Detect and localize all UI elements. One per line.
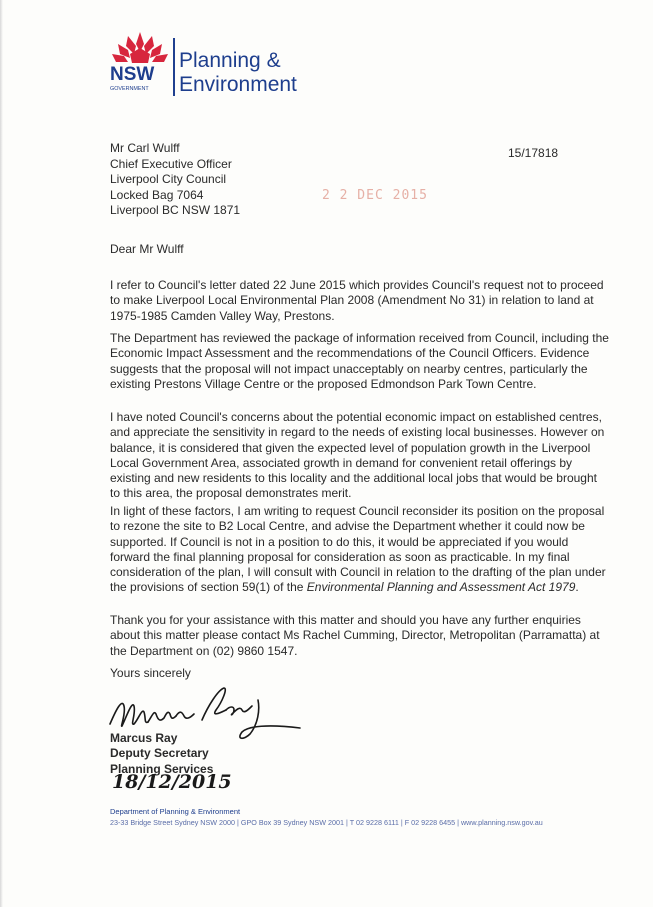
address-line: Locked Bag 7064 (110, 187, 204, 202)
svg-text:GOVERNMENT: GOVERNMENT (110, 86, 149, 92)
address-line: Liverpool BC NSW 1871 (110, 203, 241, 218)
logo-divider (173, 38, 175, 96)
handwritten-date: 18/12/2015 (112, 771, 232, 793)
reference-number: 15/17818 (508, 146, 559, 160)
logo-dept-line2: Environment (179, 73, 297, 96)
address-line: Liverpool City Council (110, 172, 227, 187)
handwritten-signature (109, 687, 301, 740)
signatory-title: Deputy Secretary (110, 746, 209, 761)
footer-address: 23-33 Bridge Street Sydney NSW 2000 | GP… (110, 818, 543, 827)
salutation: Dear Mr Wulff (110, 242, 184, 256)
paragraph-1: I refer to Council's letter dated 22 Jun… (110, 278, 604, 323)
nsw-planning-logo: NSW GOVERNMENT Planning & Environment (108, 30, 318, 100)
paragraph-5: Thank you for your assistance with this … (110, 613, 600, 658)
svg-text:18/12/2015: 18/12/2015 (112, 771, 232, 793)
closing: Yours sincerely (110, 666, 191, 680)
signatory-block: Marcus Ray Deputy Secretary Planning Ser… (110, 731, 213, 777)
paragraph-4: In light of these factors, I am writing … (110, 504, 606, 595)
address-line: Chief Executive Officer (110, 156, 232, 171)
address-line: Mr Carl Wulff (110, 141, 180, 155)
act-title: Environmental Planning and Assessment Ac… (306, 580, 576, 595)
signatory-name: Marcus Ray (110, 731, 178, 745)
recipient-address: Mr Carl Wulff Chief Executive Officer Li… (110, 141, 240, 219)
svg-text:NSW: NSW (110, 64, 154, 85)
footer-department: Department of Planning & Environment (110, 807, 241, 816)
paragraph-2: The Department has reviewed the package … (110, 331, 609, 391)
scan-edge-shadow (0, 0, 3, 907)
waratah-icon: NSW GOVERNMENT (110, 32, 168, 92)
signatory-division: Planning Services (110, 761, 214, 776)
paragraph-3: I have noted Council's concerns about th… (110, 410, 605, 501)
logo-dept-line1: Planning & (179, 49, 281, 72)
received-date-stamp: 2 2 DEC 2015 (322, 188, 428, 203)
